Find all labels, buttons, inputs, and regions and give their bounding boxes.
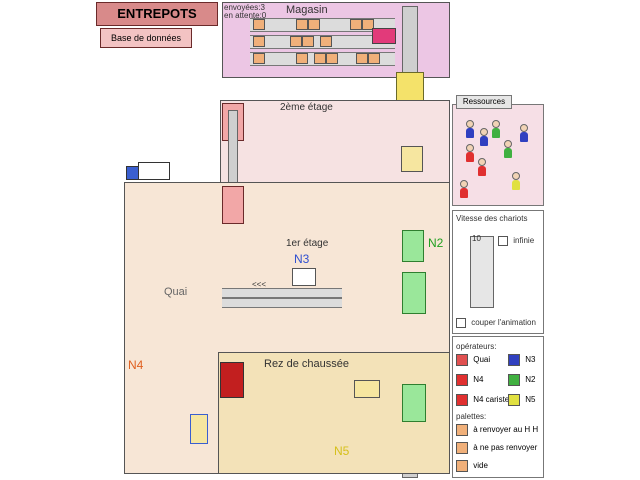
database-button[interactable]: Base de données <box>100 28 192 48</box>
pallet <box>350 19 362 30</box>
pallet <box>326 53 338 64</box>
etage1-lift-door <box>222 186 244 224</box>
quai-label: Quai <box>164 286 188 298</box>
truck-icon <box>126 162 170 180</box>
infinite-checkbox[interactable] <box>498 236 508 246</box>
lift-carriage-icon <box>401 146 423 172</box>
rez-green-station <box>402 384 426 422</box>
app-title: ENTREPOTS <box>96 2 218 26</box>
pallet <box>253 19 265 30</box>
legend-pallet-icon <box>456 424 468 436</box>
infinite-label: infinie <box>513 236 535 246</box>
legend-label: N4 <box>473 375 484 385</box>
legend-label: N5 <box>525 395 536 405</box>
cut-animation-option[interactable]: couper l'animation <box>456 318 536 328</box>
legend-operator-icon <box>508 374 520 386</box>
waiting-counter: en attente:0 <box>224 11 267 20</box>
legend-operator-icon <box>508 394 520 406</box>
rez-label: Rez de chaussée <box>264 358 349 370</box>
legend-label: à ne pas renvoyer <box>473 443 538 453</box>
magasin-label: Magasin <box>286 4 328 16</box>
pallet <box>296 19 308 30</box>
operator-icon <box>504 140 512 158</box>
pallet <box>320 36 332 47</box>
pallet <box>302 36 314 47</box>
node-n5-label: N5 <box>334 444 350 458</box>
legend-label: à renvoyer au H H <box>473 425 539 435</box>
speed-panel <box>452 210 544 334</box>
legend-palette-renvoyer: à renvoyer au H H <box>456 424 538 436</box>
cut-animation-label: couper l'animation <box>471 318 536 328</box>
pallet <box>290 36 302 47</box>
cut-animation-checkbox[interactable] <box>456 318 466 328</box>
pallet <box>296 53 308 64</box>
left-marker: <<< <box>252 280 267 289</box>
legend-label: vide <box>473 461 488 471</box>
operators-title: opérateurs: <box>456 342 497 351</box>
node-n4-label: N4 <box>128 358 144 372</box>
etage1-label: 1er étage <box>286 238 329 249</box>
pallet <box>253 53 265 64</box>
legend-operator-n3: N3 <box>508 354 535 366</box>
pallet <box>356 53 368 64</box>
pallet <box>308 19 320 30</box>
sent-counter: envoyées:3 <box>224 3 265 12</box>
node-n3-label: N3 <box>294 252 310 266</box>
ressources-tab[interactable]: Ressources <box>456 95 512 109</box>
legend-operator-n2: N2 <box>508 374 535 386</box>
operator-icon <box>492 120 500 138</box>
etage1-belt-2 <box>222 298 342 308</box>
legend-operator-icon <box>456 374 468 386</box>
legend-label: N3 <box>525 355 536 365</box>
legend-pallet-icon <box>456 442 468 454</box>
lift-coupler-icon <box>396 72 424 102</box>
node-n2-label: N2 <box>428 236 444 250</box>
magasin-forklift-icon <box>372 28 396 44</box>
legend-pallet-icon <box>456 460 468 472</box>
speed-infinite-option[interactable]: infinie <box>498 236 534 246</box>
operator-icon <box>480 128 488 146</box>
operator-icon <box>512 172 520 190</box>
operator-icon <box>478 158 486 176</box>
etage1-green-station <box>402 272 426 314</box>
operator-icon <box>460 180 468 198</box>
n2-green-station <box>402 230 424 262</box>
operator-icon <box>466 120 474 138</box>
operator-icon <box>466 144 474 162</box>
legend-operator-n4: N4 <box>456 374 483 386</box>
legend-operator-n4-caristes: N4 caristes <box>456 394 513 406</box>
legend-operator-icon <box>508 354 520 366</box>
legend-operator-icon <box>456 394 468 406</box>
pallet <box>368 53 380 64</box>
legend-operator-quai: Quai <box>456 354 490 366</box>
speed-title: Vitesse des chariots <box>456 214 528 223</box>
pallet <box>362 19 374 30</box>
legend-operator-icon <box>456 354 468 366</box>
rez-forklift-icon <box>354 380 380 398</box>
legend-palette-vide: vide <box>456 460 488 472</box>
operator-icon <box>520 124 528 142</box>
palettes-title: palettes: <box>456 412 487 421</box>
pallet <box>314 53 326 64</box>
legend-label: N4 caristes <box>473 395 514 405</box>
quai-forklift-icon <box>190 414 208 444</box>
etage1-belt-1 <box>222 288 342 298</box>
speed-slider-value: 10 <box>472 234 481 243</box>
rez-lift-cabin <box>220 362 244 398</box>
n3-station <box>292 268 316 286</box>
etage2-label: 2ème étage <box>280 102 333 113</box>
legend-label: N2 <box>525 375 536 385</box>
legend-operator-n5: N5 <box>508 394 535 406</box>
speed-slider[interactable] <box>470 236 494 308</box>
pallet <box>253 36 265 47</box>
legend-palette-ne-pas-renvoyer: à ne pas renvoyer <box>456 442 537 454</box>
legend-label: Quai <box>473 355 491 365</box>
